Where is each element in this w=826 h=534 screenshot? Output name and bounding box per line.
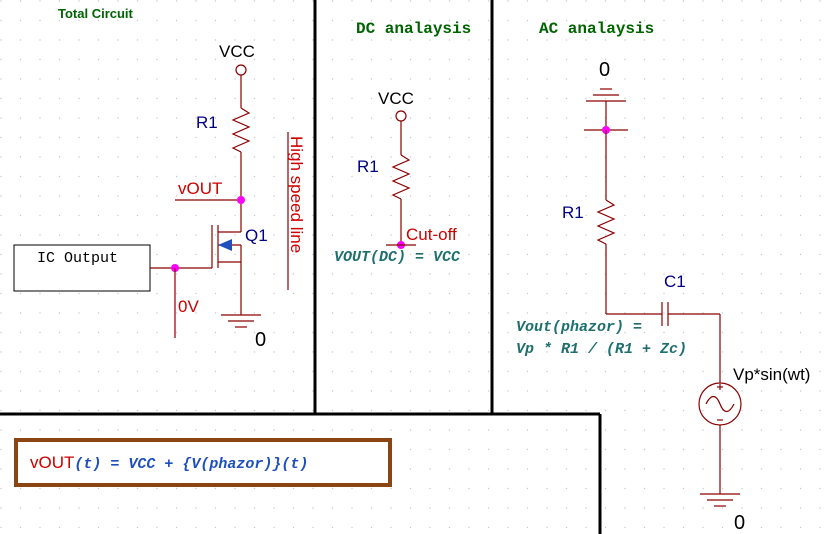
dc-cutoff-label: Cut-off (406, 225, 457, 244)
total-ground-symbol (221, 314, 261, 328)
ac-r1-label: R1 (562, 203, 584, 222)
ic-output-label: IC Output (37, 250, 118, 267)
total-r1-label: R1 (196, 113, 218, 132)
total-vout-node (237, 196, 245, 204)
total-q1-label: Q1 (245, 226, 268, 245)
result-equation-rest: (t) = VCC + {V(phazor)}(t) (74, 456, 308, 473)
ac-equation-line1: Vout(phazor) = (516, 319, 642, 336)
dc-vcc-label: VCC (378, 89, 414, 108)
result-vout-prefix: vOUT (30, 453, 74, 472)
ac-bottom-ground-label: 0 (734, 512, 745, 534)
ac-analysis: 0 R1 C1 Vp*sin(wt) (516, 59, 810, 534)
header-ac-analysis: AC analaysis (539, 20, 654, 38)
section-borders (0, 0, 602, 534)
total-q1-mosfet (190, 222, 242, 269)
total-vout-label: vOUT (178, 179, 222, 198)
total-vcc-label: VCC (219, 42, 255, 61)
ac-c1-label: C1 (664, 272, 686, 291)
total-circuit: VCC R1 vOUT Q1 0 (13, 42, 306, 351)
ac-top-ground-label: 0 (599, 59, 610, 81)
header-total-circuit: Total Circuit (58, 6, 134, 21)
result-equation: vOUT(t) = VCC + {V(phazor)}(t) (30, 453, 308, 473)
ac-equation-line2: Vp * R1 / (R1 + Zc) (516, 341, 687, 358)
high-speed-line-label: High speed line (287, 136, 306, 253)
total-ground-label: 0 (255, 329, 266, 351)
total-0v-label: 0V (178, 297, 199, 316)
dc-r1-resistor (391, 154, 411, 200)
dc-analysis: VCC R1 Cut-off VOUT(DC) = VCC (334, 89, 461, 266)
dc-equation: VOUT(DC) = VCC (334, 249, 461, 266)
ac-bottom-ground-symbol (700, 493, 740, 507)
result-box: vOUT(t) = VCC + {V(phazor)}(t) (14, 438, 392, 487)
header-dc-analysis: DC analaysis (356, 20, 471, 38)
ic-output-box (13, 244, 151, 292)
ac-r1-resistor (596, 199, 616, 245)
dc-r1-label: R1 (357, 157, 379, 176)
ac-source-label: Vp*sin(wt) (733, 365, 810, 384)
total-r1-resistor (231, 107, 251, 153)
